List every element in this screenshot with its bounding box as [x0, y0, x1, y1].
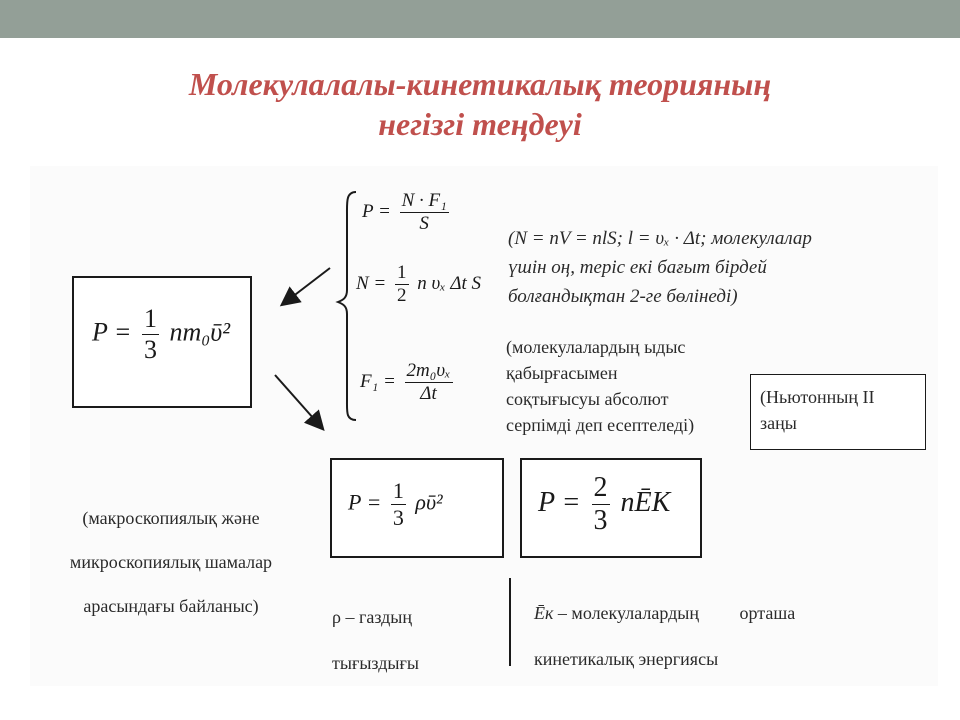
- system-eq-3: F₁ = 2m₀υₓ Δt: [360, 360, 457, 405]
- title-line-1: Молекулалалы-кинетикалық теорияның: [188, 66, 772, 102]
- note-kinetic-energy: Ēк – молекулалардың орташа кинетикалық э…: [534, 590, 795, 682]
- main-formula: P = 1 3 nm₀ῡ²: [92, 304, 230, 365]
- density-formula-box: [330, 458, 504, 558]
- main-formula-num: 1: [141, 304, 159, 335]
- note-ek-line-2: кинетикалық энергиясы: [534, 649, 719, 669]
- newton-law-note: (Ньютонның II заңы: [760, 384, 875, 436]
- system-eq-2: N = 1 2 n υₓ Δt S: [356, 262, 481, 307]
- energy-formula: P = 2 3 nĒK: [538, 472, 670, 537]
- note-ek-symbol: Ēк: [534, 603, 554, 623]
- main-formula-den: 3: [143, 335, 157, 364]
- energy-formula-num: 2: [591, 472, 610, 505]
- density-formula: P = 1 3 ρῡ²: [348, 478, 443, 531]
- energy-formula-box: [520, 458, 702, 558]
- system-eq-2-rhs: n υₓ Δt S: [417, 272, 482, 294]
- note-rho-line-1: ρ – газдың: [332, 607, 413, 627]
- note-elastic-line-3: соқтығысуы абсолют: [506, 389, 669, 409]
- system-eq-3-fraction: 2m₀υₓ Δt: [404, 360, 453, 405]
- main-formula-rhs: nm₀ῡ²: [169, 317, 231, 347]
- system-eq-3-den: Δt: [420, 383, 437, 404]
- main-formula-fraction: 1 3: [141, 304, 159, 365]
- system-eq-1-den: S: [419, 213, 429, 234]
- note-ek-line-1a: – молекулалардың: [557, 603, 699, 623]
- system-eq-1-lhs: P =: [362, 200, 391, 222]
- note-macro-line-2: микроскопиялық шамалар: [69, 552, 273, 572]
- note-molecule-count-line-1: (N = nV = nlS; l = υₓ · Δt; молекулалар: [508, 228, 812, 249]
- note-molecule-count-line-3: болғандықтан 2-ге бөлінеді): [508, 286, 738, 307]
- density-formula-num: 1: [390, 478, 406, 505]
- note-molecule-count: (N = nV = nlS; l = υₓ · Δt; молекулалар …: [508, 224, 812, 311]
- system-eq-2-den: 2: [397, 285, 407, 306]
- note-elastic-line-2: қабырғасымен: [506, 363, 618, 383]
- note-molecule-count-line-2: үшін оң, теріс екі бағыт бірдей: [508, 257, 767, 278]
- note-elastic-collision: (молекулалардың ыдыс қабырғасымен соқтығ…: [506, 334, 694, 438]
- system-eq-3-num: 2m₀υₓ: [404, 360, 453, 383]
- system-eq-3-lhs: F₁ =: [360, 370, 396, 392]
- system-eq-1: P = N · F₁ S: [362, 190, 453, 235]
- title-line-2: негізгі теңдеуі: [378, 106, 582, 142]
- density-formula-den: 3: [392, 505, 404, 530]
- newton-law-line-2: заңы: [760, 413, 797, 433]
- note-macro-line-1: (макроскопиялық және: [82, 508, 260, 528]
- arrow-to-main-formula: [279, 267, 331, 307]
- arrow-to-density-formula: [274, 374, 325, 431]
- note-macro-micro: (макроскопиялық және микроскопиялық шама…: [36, 496, 306, 628]
- note-elastic-line-4: серпімді деп есептеледі): [506, 415, 695, 435]
- top-accent-bar: [0, 0, 960, 38]
- slide-title: Молекулалалы-кинетикалық теорияның негіз…: [0, 64, 960, 144]
- main-formula-box: [72, 276, 252, 408]
- energy-formula-den: 3: [593, 505, 608, 536]
- main-formula-lhs: P =: [92, 317, 132, 347]
- system-eq-1-fraction: N · F₁ S: [399, 190, 449, 235]
- note-rho-line-2: тығыздығы: [332, 653, 419, 673]
- system-eq-2-num: 1: [395, 262, 409, 285]
- note-macro-line-3: арасындағы байланыс): [83, 596, 259, 616]
- system-eq-1-num: N · F₁: [399, 190, 449, 213]
- density-formula-lhs: P =: [348, 489, 382, 515]
- newton-law-box: [750, 374, 926, 450]
- density-formula-fraction: 1 3: [390, 478, 406, 531]
- energy-formula-rhs: nĒK: [620, 486, 671, 518]
- note-ek-line-1b: орташа: [739, 603, 796, 623]
- system-eq-2-fraction: 1 2: [395, 262, 409, 307]
- system-eq-2-lhs: N =: [356, 272, 387, 294]
- energy-formula-fraction: 2 3: [591, 472, 610, 537]
- energy-formula-lhs: P =: [538, 486, 581, 518]
- note-ek-line-1: Ēк – молекулалардың орташа: [534, 590, 795, 636]
- note-rho: ρ – газдың тығыздығы: [332, 594, 419, 686]
- system-brace: [335, 191, 357, 421]
- note-elastic-line-1: (молекулалардың ыдыс: [506, 337, 686, 357]
- density-formula-rhs: ρῡ²: [415, 489, 443, 515]
- newton-law-line-1: (Ньютонның II: [760, 387, 875, 407]
